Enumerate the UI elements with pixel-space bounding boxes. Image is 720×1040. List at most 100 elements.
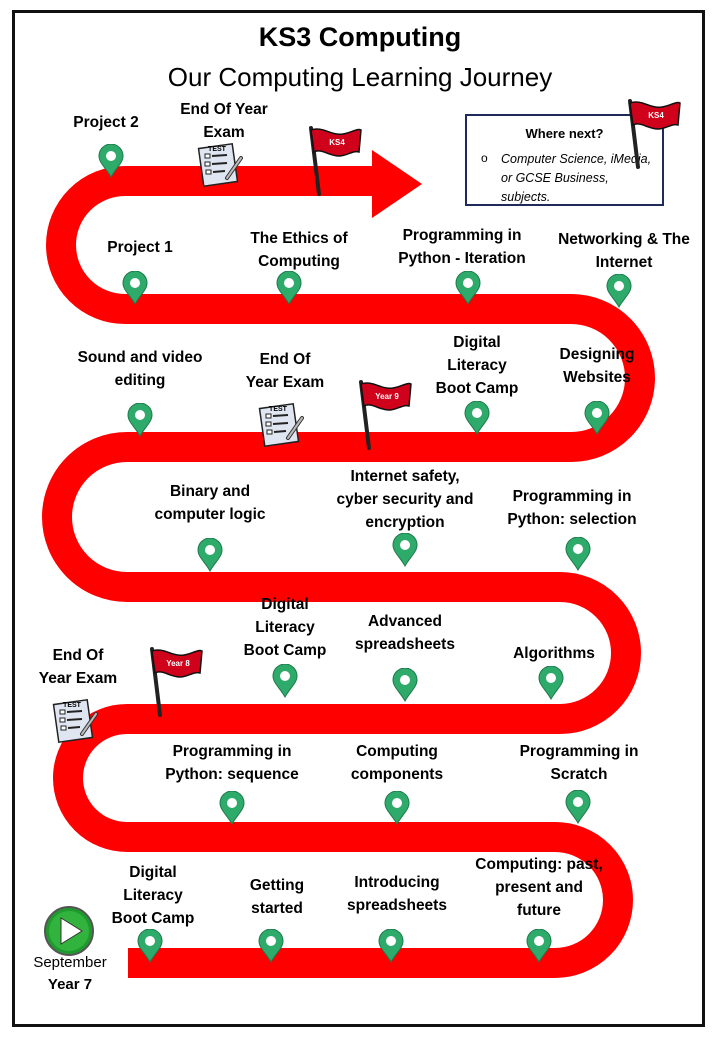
map-pin-icon xyxy=(219,791,245,825)
topic-line: Websites xyxy=(563,369,631,386)
topic-line: Python - Iteration xyxy=(398,250,526,267)
topic-line: started xyxy=(251,900,303,917)
topic-line: Internet safety, xyxy=(350,468,460,485)
topic-line: Boot Camp xyxy=(111,910,195,927)
topic-label-components: Computing components xyxy=(351,740,443,786)
road-path xyxy=(42,166,655,978)
topic-label-binary: Binary and computer logic xyxy=(154,480,265,526)
topic-label-adv-spreadsheets: Advanced spreadsheets xyxy=(355,610,455,656)
topic-line: Programming in xyxy=(172,743,292,760)
map-pin-icon xyxy=(276,271,302,305)
flag-label: KS4 xyxy=(329,138,345,147)
topic-label-project1: Project 1 xyxy=(107,236,172,259)
flag-label: Year 9 xyxy=(375,392,399,401)
topic-line: Project 2 xyxy=(73,114,139,131)
map-pin-icon xyxy=(565,537,591,571)
topic-line: computer logic xyxy=(154,506,266,523)
topic-line: Computing xyxy=(356,743,438,760)
topic-label-getting-started: Getting started xyxy=(250,874,304,920)
topic-label-intro-spreadsheets: Introducing spreadsheets xyxy=(347,871,447,917)
map-pin-icon xyxy=(464,401,490,435)
topic-line: Literacy xyxy=(123,887,183,904)
map-pin-icon xyxy=(137,929,163,963)
where-next-box: Where next? o Computer Science, iMedia, … xyxy=(465,114,664,206)
exam-test-icon: TEST xyxy=(52,698,98,744)
map-pin-icon xyxy=(384,791,410,825)
flag-ks4-icon: KS4 xyxy=(309,126,362,196)
where-next-text: Computer Science, iMedia, or GCSE Busine… xyxy=(501,152,652,204)
topic-label-py-sequence: Programming in Python: sequence xyxy=(165,740,299,786)
map-pin-icon xyxy=(538,666,564,700)
topic-line: Binary and xyxy=(169,483,251,500)
flag-ks4-box-icon: KS4 xyxy=(628,99,681,169)
topic-line: Getting xyxy=(249,877,305,894)
topic-line: present and xyxy=(495,879,583,896)
flag-year-8-icon: Year 8 xyxy=(150,647,203,717)
page-border xyxy=(12,10,705,1027)
topic-line: Python: sequence xyxy=(165,766,299,783)
topic-line: Sound and video xyxy=(77,349,203,366)
map-pin-icon xyxy=(526,929,552,963)
page-subtitle: Our Computing Learning Journey xyxy=(167,62,553,92)
page-title: KS3 Computing xyxy=(258,22,462,52)
topic-line: Networking & The xyxy=(558,231,690,248)
topic-label-past-present: Computing: past, present and future xyxy=(475,853,602,922)
topic-line: spreadsheets xyxy=(355,636,455,653)
map-pin-icon xyxy=(127,403,153,437)
topic-line: Project 1 xyxy=(107,239,173,256)
topic-line: Computing xyxy=(258,253,340,270)
topic-line: End Of xyxy=(259,351,311,368)
topic-line: Internet xyxy=(595,254,653,271)
bullet-icon: o xyxy=(481,151,488,165)
flag-label: KS4 xyxy=(648,111,664,120)
topic-line: Digital xyxy=(261,596,309,613)
flag-label: Year 8 xyxy=(166,659,190,668)
map-pin-icon xyxy=(606,274,632,308)
map-pin-icon xyxy=(392,668,418,702)
topic-line: Year Exam xyxy=(245,374,325,391)
topic-line: Programming in xyxy=(512,488,632,505)
start-play-icon xyxy=(44,906,94,956)
topic-line: future xyxy=(517,902,561,919)
map-pin-icon xyxy=(392,533,418,567)
road-arrowhead xyxy=(372,150,422,218)
topic-line: Introducing xyxy=(354,874,440,891)
topic-line: Algorithms xyxy=(513,645,595,662)
flag-year-9-icon: Year 9 xyxy=(359,380,412,450)
start-year: Year 7 xyxy=(47,976,93,993)
topic-line: Python: selection xyxy=(507,511,637,528)
topic-label-algorithms: Algorithms xyxy=(513,642,595,665)
topic-label-eoy-exam-y8: End Of Year Exam xyxy=(246,348,324,394)
topic-line: Digital xyxy=(129,864,177,881)
test-icon-label: TEST xyxy=(208,146,227,153)
topic-line: Advanced xyxy=(367,613,443,630)
map-pin-icon xyxy=(258,929,284,963)
map-pin-icon xyxy=(584,401,610,435)
topic-line: spreadsheets xyxy=(347,897,447,914)
topic-line: Boot Camp xyxy=(435,380,519,397)
topic-line: Boot Camp xyxy=(243,642,327,659)
topic-line: The Ethics of xyxy=(250,230,348,247)
map-pin-icon xyxy=(272,664,298,698)
topic-line: Year Exam xyxy=(38,670,118,687)
topic-line: Digital xyxy=(453,334,501,351)
topic-line: components xyxy=(350,766,444,783)
test-icon-label: TEST xyxy=(63,702,82,709)
topic-line: Computing: past, xyxy=(475,856,603,873)
map-pin-icon xyxy=(455,271,481,305)
topic-line: End Of Year xyxy=(180,101,268,118)
topic-line: Exam xyxy=(203,124,245,141)
topic-line: Literacy xyxy=(447,357,507,374)
topic-line: Programming in xyxy=(519,743,639,760)
start-month: September xyxy=(33,954,107,971)
